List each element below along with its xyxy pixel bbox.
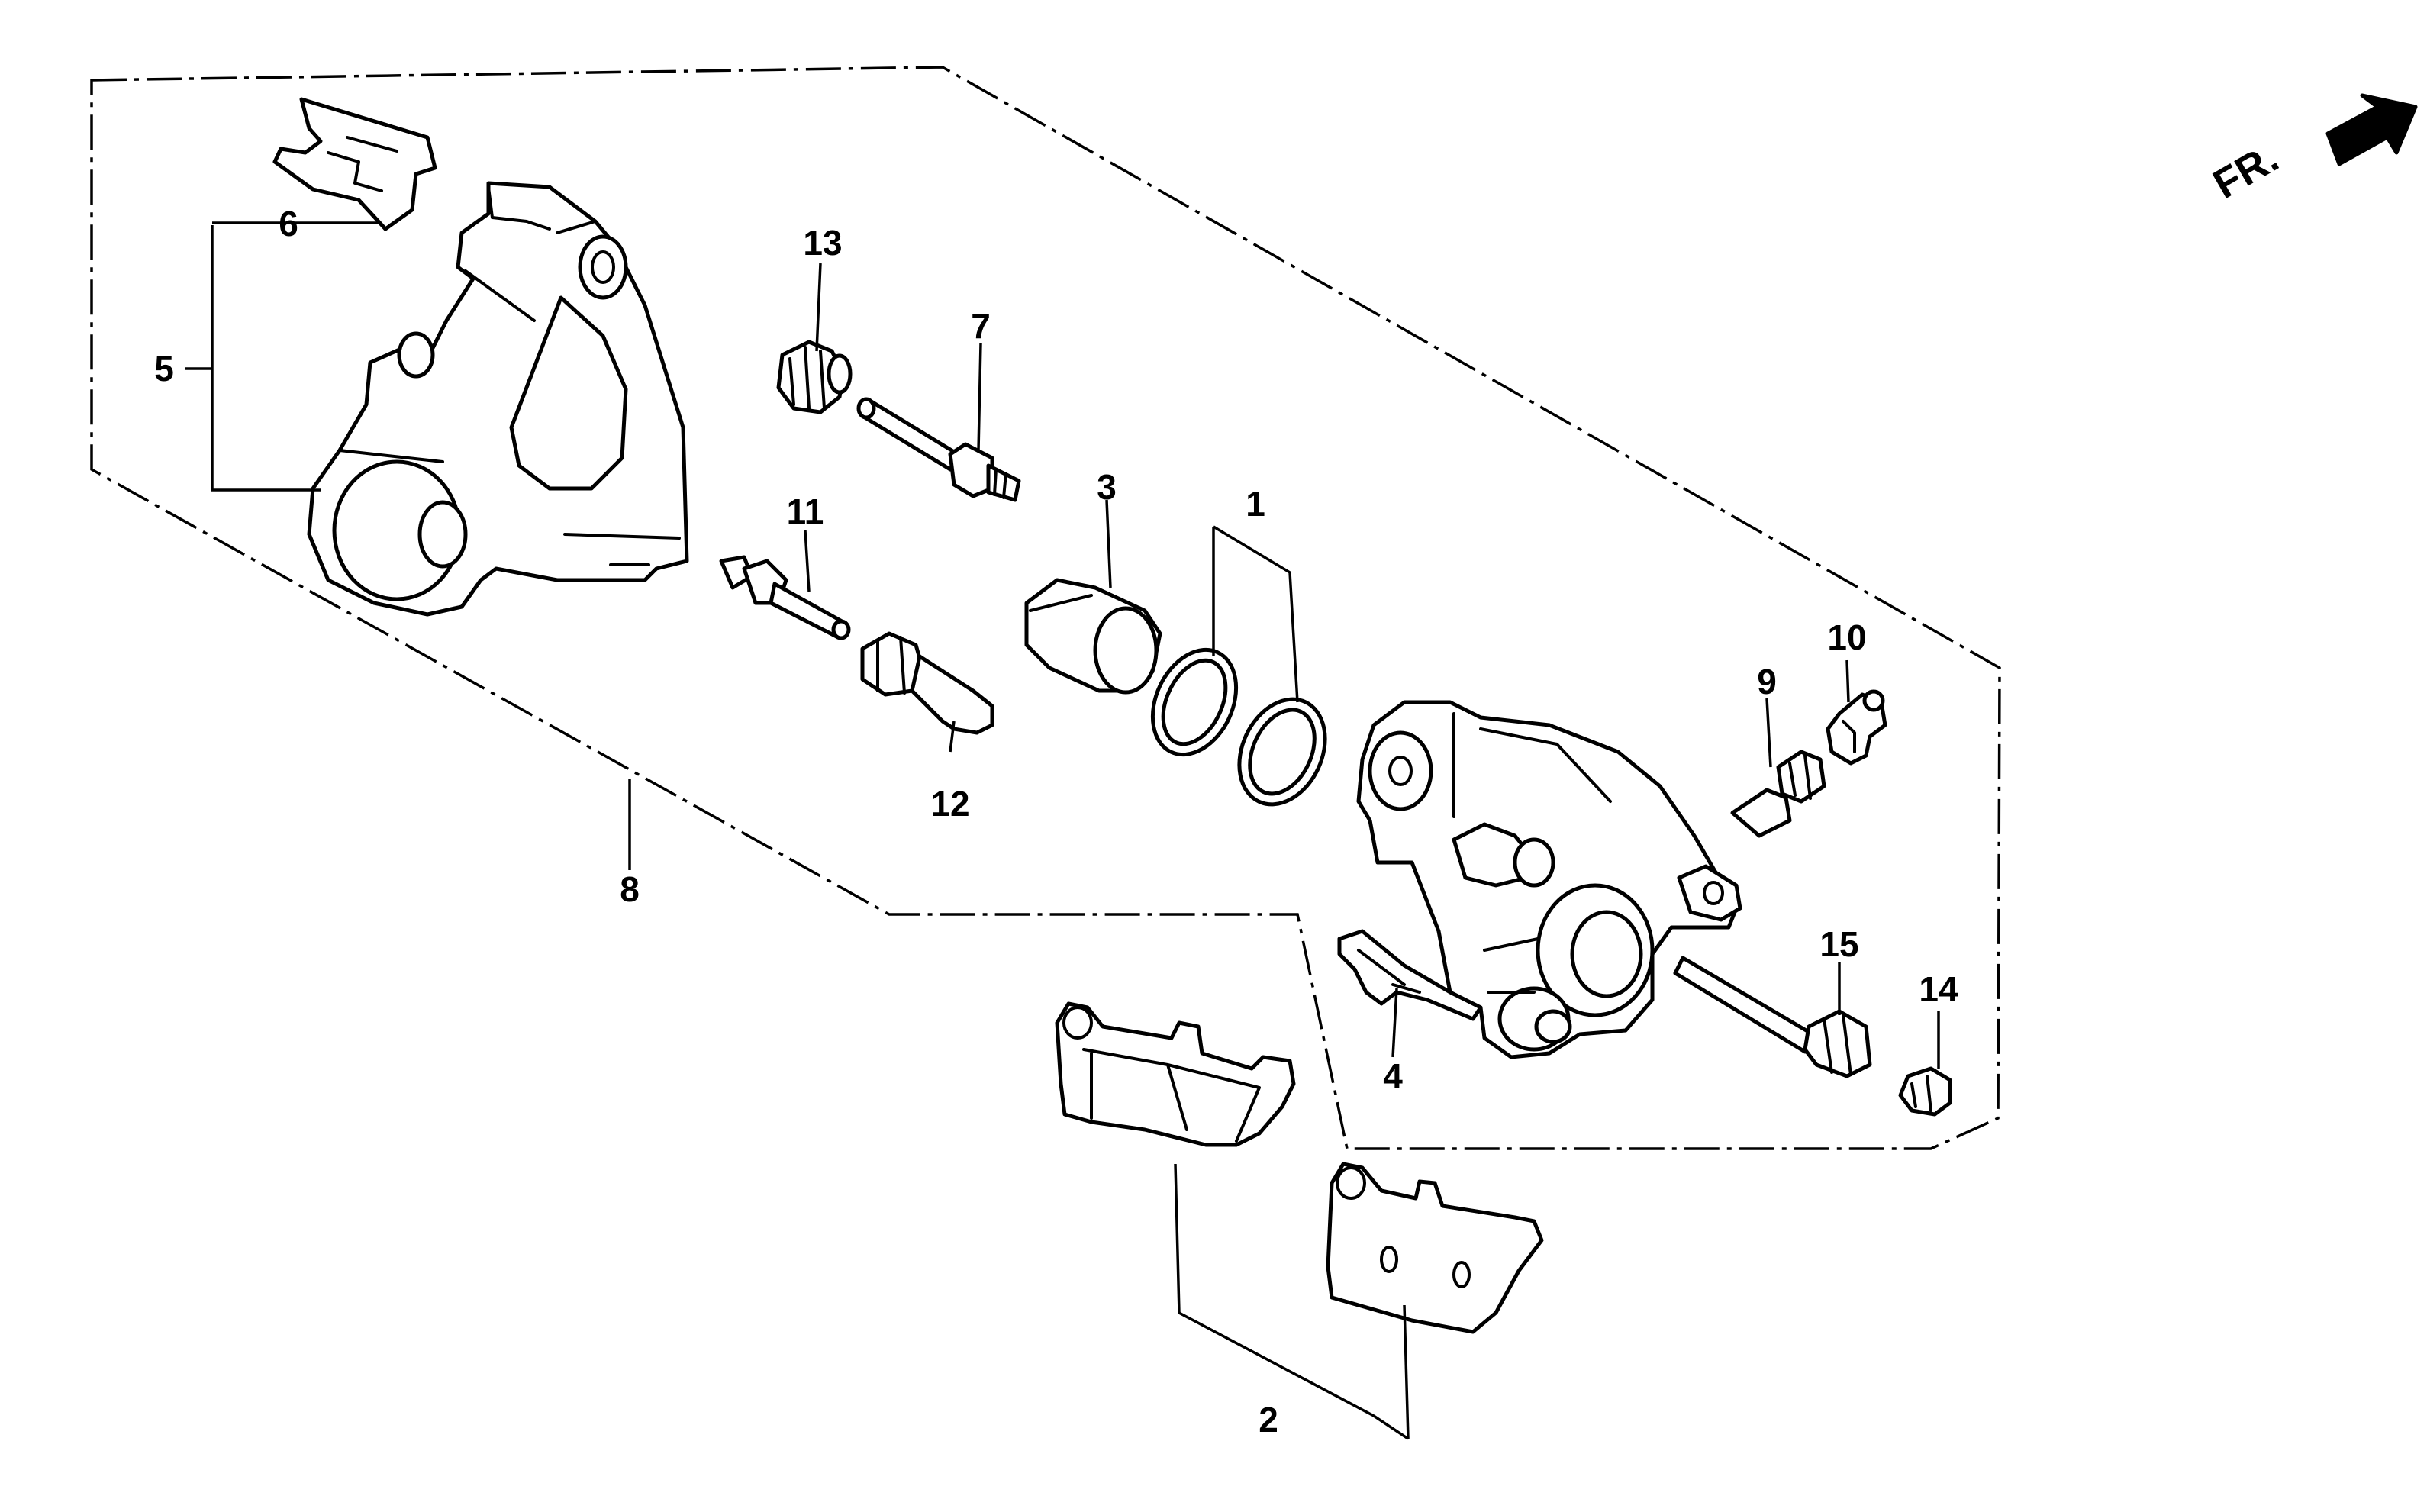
callout-14: 14 [1919, 969, 1958, 1009]
callout-9: 9 [1757, 662, 1777, 701]
callout-12: 12 [930, 784, 970, 824]
part-6-pad-spring [272, 97, 437, 231]
callout-10: 10 [1827, 617, 1867, 657]
part-7-pin-bolt [856, 397, 1021, 502]
part-5-caliper-bracket [307, 181, 689, 617]
callout-4: 4 [1383, 1056, 1403, 1096]
part-15-pin-bolt [1673, 956, 1872, 1078]
callout-11: 11 [786, 492, 824, 531]
part-4-pad-spring [1337, 929, 1483, 1021]
callout-15: 15 [1819, 924, 1859, 964]
caliper-body [1356, 700, 1742, 1059]
callout-1: 1 [1246, 484, 1265, 524]
part-2-brake-pads [1055, 1001, 1544, 1334]
callout-8: 8 [620, 869, 640, 909]
callout-7: 7 [971, 306, 991, 346]
callout-2: 2 [1259, 1400, 1278, 1439]
callout-3: 3 [1097, 467, 1117, 507]
part-14-nut [1898, 1066, 1952, 1117]
part-13-bolt-head [776, 340, 853, 414]
part-9-bleeder-valve [1730, 750, 1826, 838]
front-direction-arrow-icon [2325, 93, 2418, 166]
leader-lines [185, 221, 1940, 1440]
part-1-seals [1150, 647, 1327, 807]
callout-5: 5 [154, 349, 174, 388]
assembly-boundary [90, 66, 2001, 1150]
part-11-pin [719, 555, 851, 640]
part-10-bleeder-cap [1826, 689, 1887, 766]
part-12-slide-pin [860, 631, 994, 735]
callout-6: 6 [279, 204, 298, 243]
callout-13: 13 [803, 223, 843, 263]
part-3-piston [1024, 578, 1162, 695]
